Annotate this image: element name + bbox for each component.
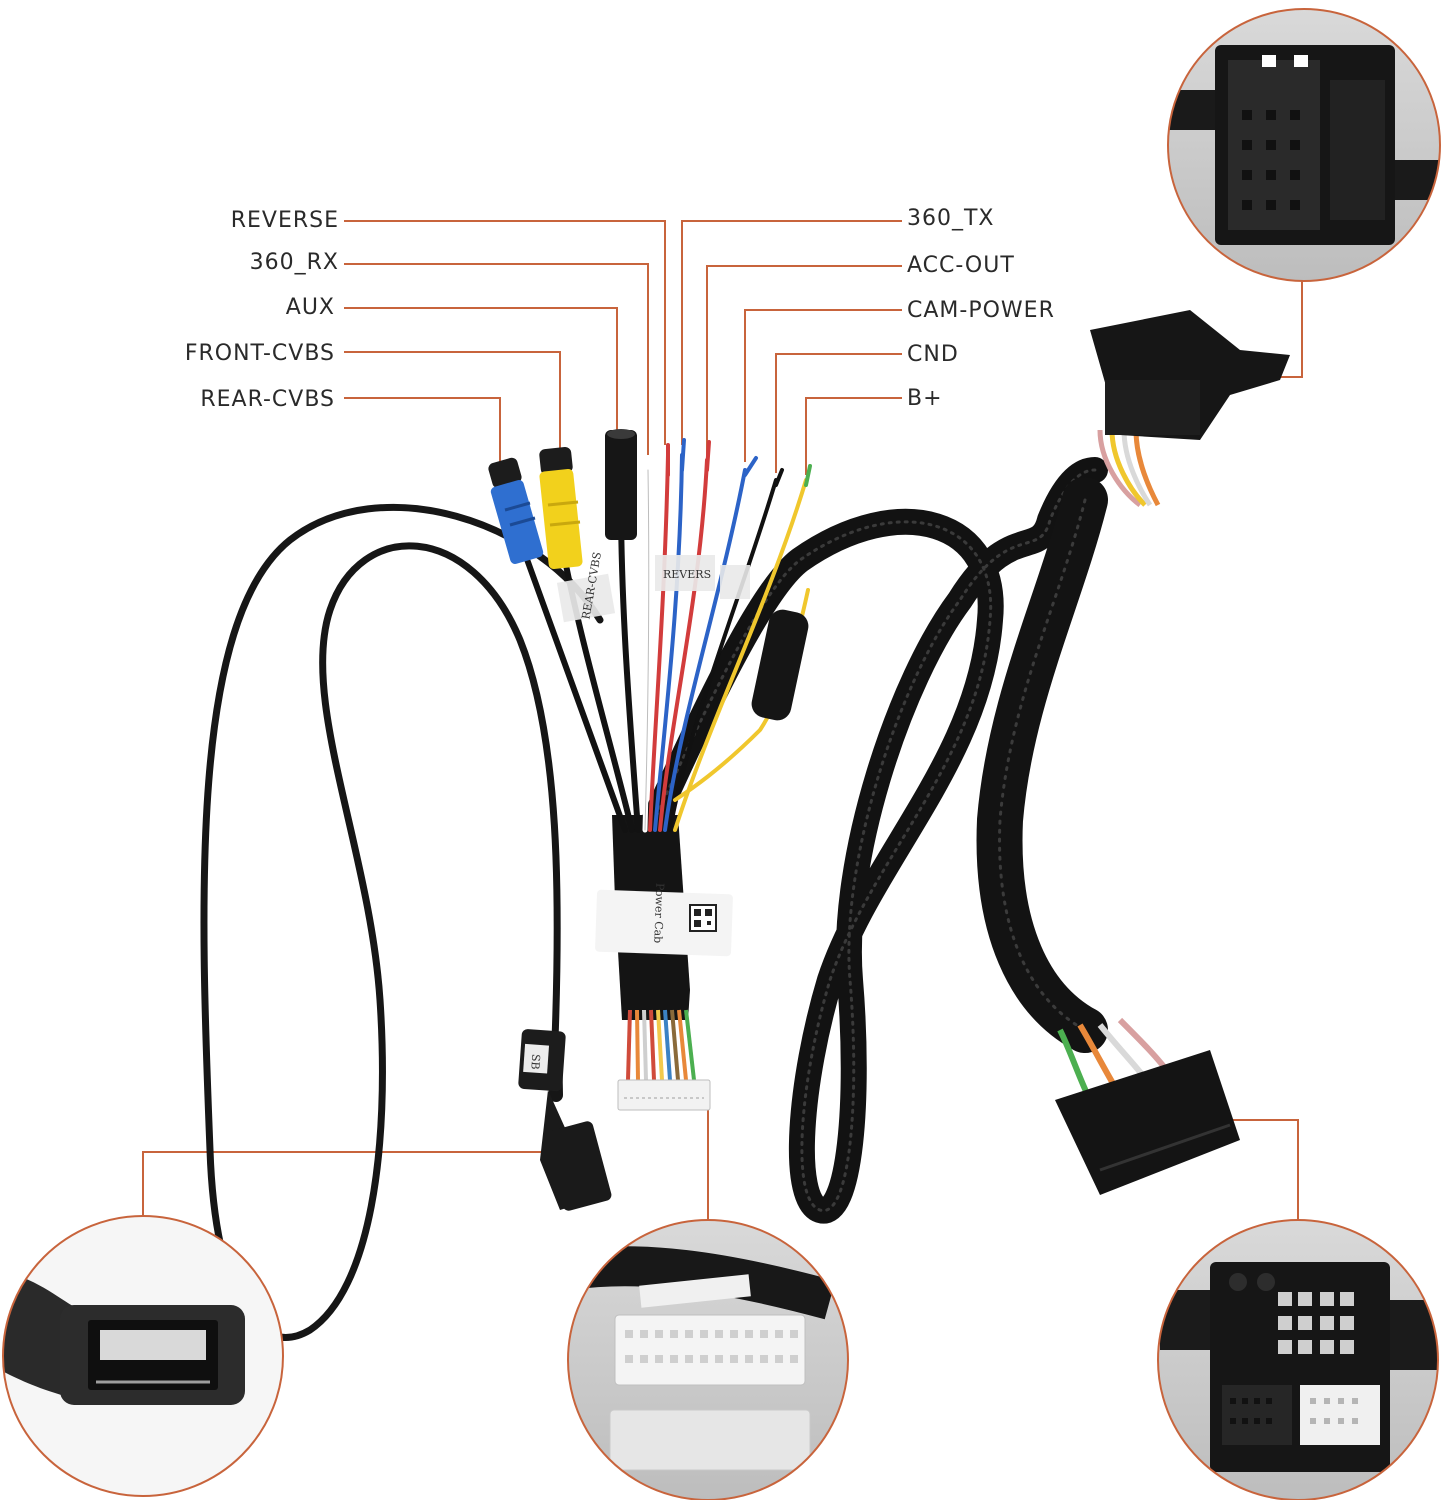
leader-lines <box>142 220 1303 1220</box>
label-cnd: CND <box>907 342 959 367</box>
label-reverse: REVERSE <box>230 208 339 233</box>
trunk-wire-fan <box>626 1009 696 1081</box>
callout-white-connector <box>567 1219 849 1500</box>
label-aux: AUX <box>285 295 335 320</box>
reverse-tag-text: REVERS <box>663 568 711 581</box>
usb-socket-icon <box>3 1270 245 1405</box>
rear-cvbs-rca-plug <box>488 457 544 564</box>
label-b-plus: B+ <box>907 386 943 411</box>
aux-jack <box>605 429 637 540</box>
callout-quadlock-connector <box>1157 1219 1439 1500</box>
front-cvbs-rca-plug <box>539 446 583 570</box>
usb-plug: SB <box>518 1029 612 1211</box>
upper-harness-plug <box>1090 310 1290 507</box>
central-trunk: Power Cab <box>595 815 733 1020</box>
label-360-tx: 360_TX <box>907 206 995 231</box>
qr-code-icon <box>689 904 717 932</box>
lower-harness-plug <box>1055 1017 1240 1195</box>
callout-black-plug <box>1167 8 1441 282</box>
wire-terminals <box>666 438 812 487</box>
label-cam-power: CAM-POWER <box>907 298 1055 323</box>
braided-harness <box>637 457 1108 1224</box>
plug-pin-grid <box>1242 110 1300 210</box>
upper-wire-fan <box>517 453 810 833</box>
wire-tags: REAR-CVBS REVERS <box>556 551 750 623</box>
power-cable-tag-text: Power Cab <box>651 883 666 944</box>
usb-cable <box>200 504 604 1341</box>
label-rear-cvbs: REAR-CVBS <box>200 387 335 412</box>
fuse-holder <box>751 609 809 721</box>
label-front-cvbs: FRONT-CVBS <box>184 341 335 366</box>
usb-tag-text: SB <box>528 1054 542 1070</box>
white-pin-connector <box>617 1079 711 1111</box>
callout-usb-socket <box>2 1215 284 1497</box>
label-acc-out: ACC-OUT <box>907 253 1015 278</box>
label-360-rx: 360_RX <box>249 250 339 275</box>
